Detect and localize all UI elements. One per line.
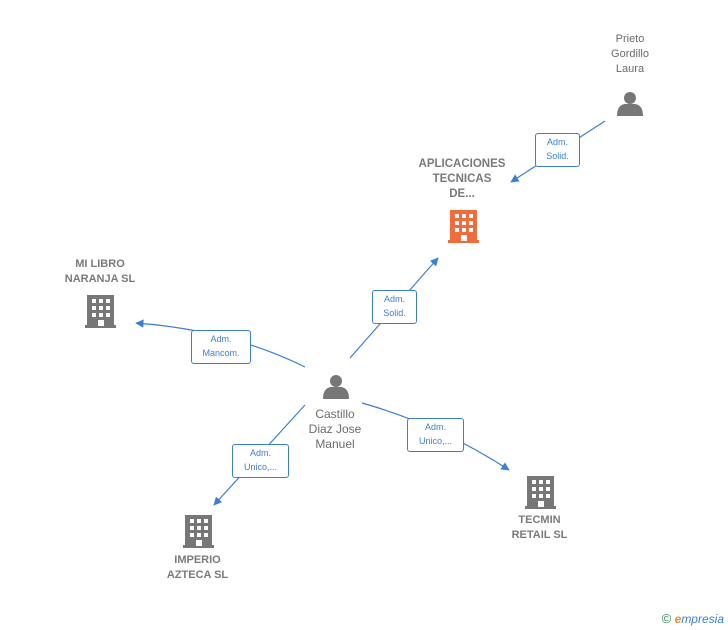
node-label-line: NARANJA SL (64, 273, 136, 285)
copyright-symbol: © (661, 611, 672, 626)
edge-label-line: Unico,... (243, 462, 277, 472)
node-label-line: Laura (615, 63, 645, 75)
edge-label-castillo-imperio[interactable]: Adm. Unico,... (232, 444, 289, 478)
node-label-prieto[interactable]: Prieto Gordillo Laura (590, 32, 670, 77)
edge-label-line: Solid. (383, 308, 406, 318)
node-label-aplicaciones[interactable]: APLICACIONES TECNICAS DE... (402, 157, 522, 202)
edge-label-line: Solid. (546, 151, 569, 161)
brand-name: mpresia (681, 612, 724, 626)
edge-label-line: Adm. (210, 334, 232, 344)
node-label-line: IMPERIO (174, 554, 221, 566)
edge-label-castillo-aplicaciones[interactable]: Adm. Solid. (372, 290, 417, 324)
edge-label-line: Adm. (383, 294, 405, 304)
edge-label-castillo-tecmin[interactable]: Adm. Unico,... (407, 418, 464, 452)
edge-label-prieto-aplicaciones[interactable]: Adm. Solid. (535, 133, 580, 167)
node-label-tecmin[interactable]: TECMIN RETAIL SL (492, 513, 587, 543)
edge-label-line: Adm. (249, 448, 271, 458)
node-label-line: Diaz Jose (308, 422, 362, 436)
edge-label-line: Mancom. (202, 348, 240, 358)
building-icon[interactable] (183, 515, 214, 548)
node-label-milibro[interactable]: MI LIBRO NARANJA SL (50, 257, 150, 287)
edge-label-line: Unico,... (418, 436, 452, 446)
building-icon[interactable] (448, 210, 479, 243)
edge-label-line: Adm. (546, 137, 568, 147)
footer-brand[interactable]: © empresia (662, 611, 724, 626)
edge-label-line: Adm. (424, 422, 446, 432)
node-label-imperio[interactable]: IMPERIO AZTECA SL (150, 553, 245, 583)
node-label-line: MI LIBRO (75, 258, 125, 270)
building-icon[interactable] (525, 476, 556, 509)
node-label-castillo[interactable]: Castillo Diaz Jose Manuel (290, 407, 380, 452)
node-label-line: Prieto (615, 33, 645, 45)
node-label-line: APLICACIONES (418, 158, 506, 170)
edge-label-castillo-milibro[interactable]: Adm. Mancom. (191, 330, 251, 364)
node-label-line: TECNICAS (432, 173, 492, 185)
node-label-line: RETAIL SL (511, 529, 568, 541)
node-label-line: Castillo (315, 407, 355, 421)
brand-logo-e: e (674, 612, 682, 626)
building-icon[interactable] (85, 295, 116, 328)
person-icon[interactable] (323, 375, 349, 399)
node-label-line: AZTECA SL (166, 569, 229, 581)
node-label-line: Gordillo (611, 48, 649, 60)
node-label-line: Manuel (315, 437, 355, 451)
node-label-line: DE... (449, 188, 475, 200)
node-label-line: TECMIN (518, 514, 561, 526)
person-icon[interactable] (617, 92, 643, 116)
